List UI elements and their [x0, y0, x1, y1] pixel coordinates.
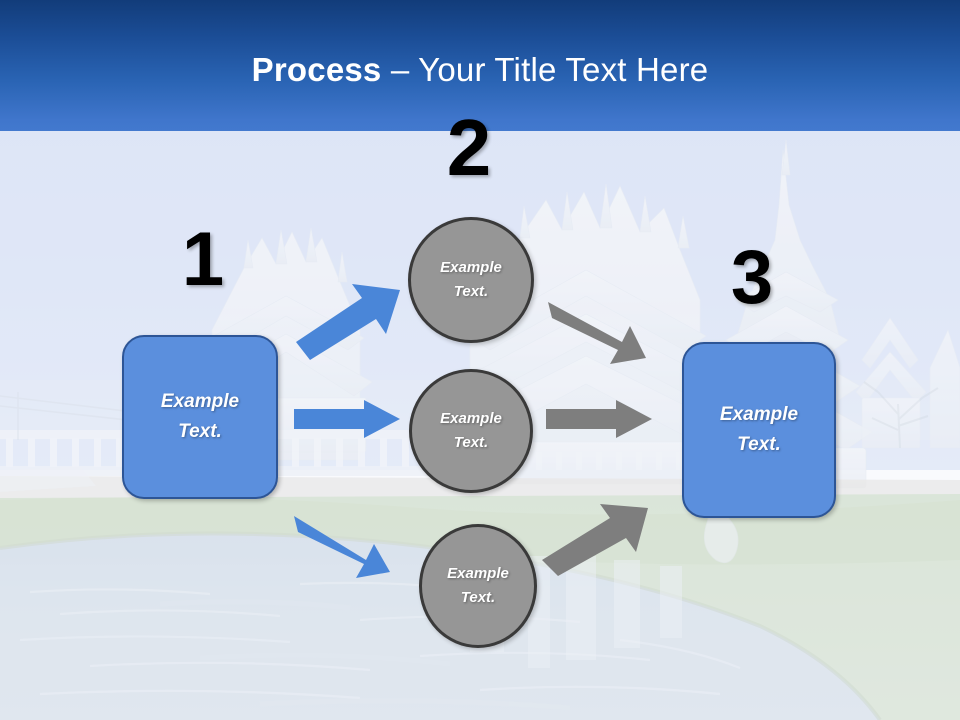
arrow-top-circle-to-right-box [548, 292, 656, 368]
process-circle-top-text: Example Text. [440, 256, 502, 304]
arrow-left-to-bottom-circle [294, 502, 402, 578]
arrow-mid-circle-to-right-box [546, 400, 652, 438]
process-box-left-line2: Text. [178, 421, 222, 442]
process-circle-middle[interactable]: Example Text. [409, 369, 533, 493]
process-circle-bottom[interactable]: Example Text. [419, 524, 537, 648]
step-number-3: 3 [730, 235, 774, 320]
step-number-1: 1 [181, 217, 225, 302]
process-box-left-line1: Example [160, 391, 240, 412]
process-circle-top-line1: Example [440, 259, 502, 276]
process-circle-bottom-text: Example Text. [447, 562, 509, 610]
process-box-left-text: Example Text. [161, 387, 239, 447]
step-number-2: 2 [446, 103, 492, 192]
arrow-left-to-mid-circle [294, 400, 400, 438]
process-circle-top[interactable]: Example Text. [408, 217, 534, 343]
slide-header-band [0, 0, 960, 131]
process-box-right-line1: Example [719, 404, 799, 425]
page-title: Process – Your Title Text Here [0, 50, 960, 90]
arrow-bottom-circle-to-right-box [542, 498, 652, 576]
arrow-left-to-top-circle [296, 284, 404, 360]
process-box-right-line2: Text. [737, 434, 781, 455]
process-circle-top-line2: Text. [453, 283, 489, 300]
process-box-right[interactable]: Example Text. [682, 342, 836, 518]
process-circle-middle-line2: Text. [453, 434, 489, 451]
process-circle-bottom-line1: Example [447, 565, 509, 582]
process-circle-middle-text: Example Text. [440, 407, 502, 455]
process-circle-middle-line1: Example [440, 410, 502, 427]
process-box-right-text: Example Text. [720, 400, 798, 460]
process-box-left[interactable]: Example Text. [122, 335, 278, 499]
page-title-light: – Your Title Text Here [381, 51, 709, 88]
process-circle-bottom-line2: Text. [460, 589, 496, 606]
page-title-bold: Process [251, 51, 382, 88]
